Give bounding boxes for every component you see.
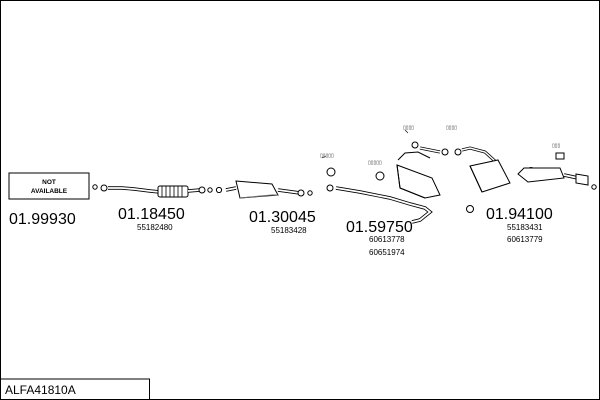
connector-ring	[207, 187, 213, 193]
hanger-tag: ▯▯▯▯▯	[368, 160, 382, 166]
diagram-code-box: ALFA41810A	[0, 378, 150, 400]
hanger-tag: ▯▯▯▯▯	[320, 153, 334, 159]
part-reference: 55182480	[137, 223, 173, 232]
part-number: 01.18450	[118, 206, 185, 223]
connector-ring	[92, 184, 98, 190]
mounting-parts	[321, 129, 409, 192]
centre-silencer-illustration	[225, 180, 305, 199]
part-number: 01.99930	[9, 211, 76, 228]
connector-ring	[591, 184, 597, 190]
rear-silencer-right-illustration	[454, 146, 589, 213]
clamp-tag: ▯▯▯▯	[446, 125, 457, 131]
part-reference: 55183431	[507, 223, 543, 232]
part-number: 01.59750	[346, 219, 413, 236]
not-available-box: NOT AVAILABLE	[8, 172, 90, 200]
part-reference: 60613778	[369, 235, 405, 244]
rear-silencer-left-illustration	[335, 141, 449, 224]
not-available-line2: AVAILABLE	[31, 188, 68, 195]
part-reference: 60613779	[507, 235, 543, 244]
part-number: 01.30045	[249, 209, 316, 226]
part-reference: 60651974	[369, 248, 405, 257]
hanger-tag: ▯▯▯	[552, 143, 561, 149]
clamp-tag: ▯▯▯▯	[403, 125, 414, 131]
part-reference: 55183428	[271, 226, 307, 235]
gasket-ring	[215, 186, 223, 194]
part-number: 01.94100	[486, 206, 553, 223]
not-available-line1: NOT	[42, 179, 56, 186]
diagram-code: ALFA41810A	[5, 383, 76, 397]
connector-ring	[307, 190, 313, 196]
front-pipe-illustration	[100, 184, 206, 198]
